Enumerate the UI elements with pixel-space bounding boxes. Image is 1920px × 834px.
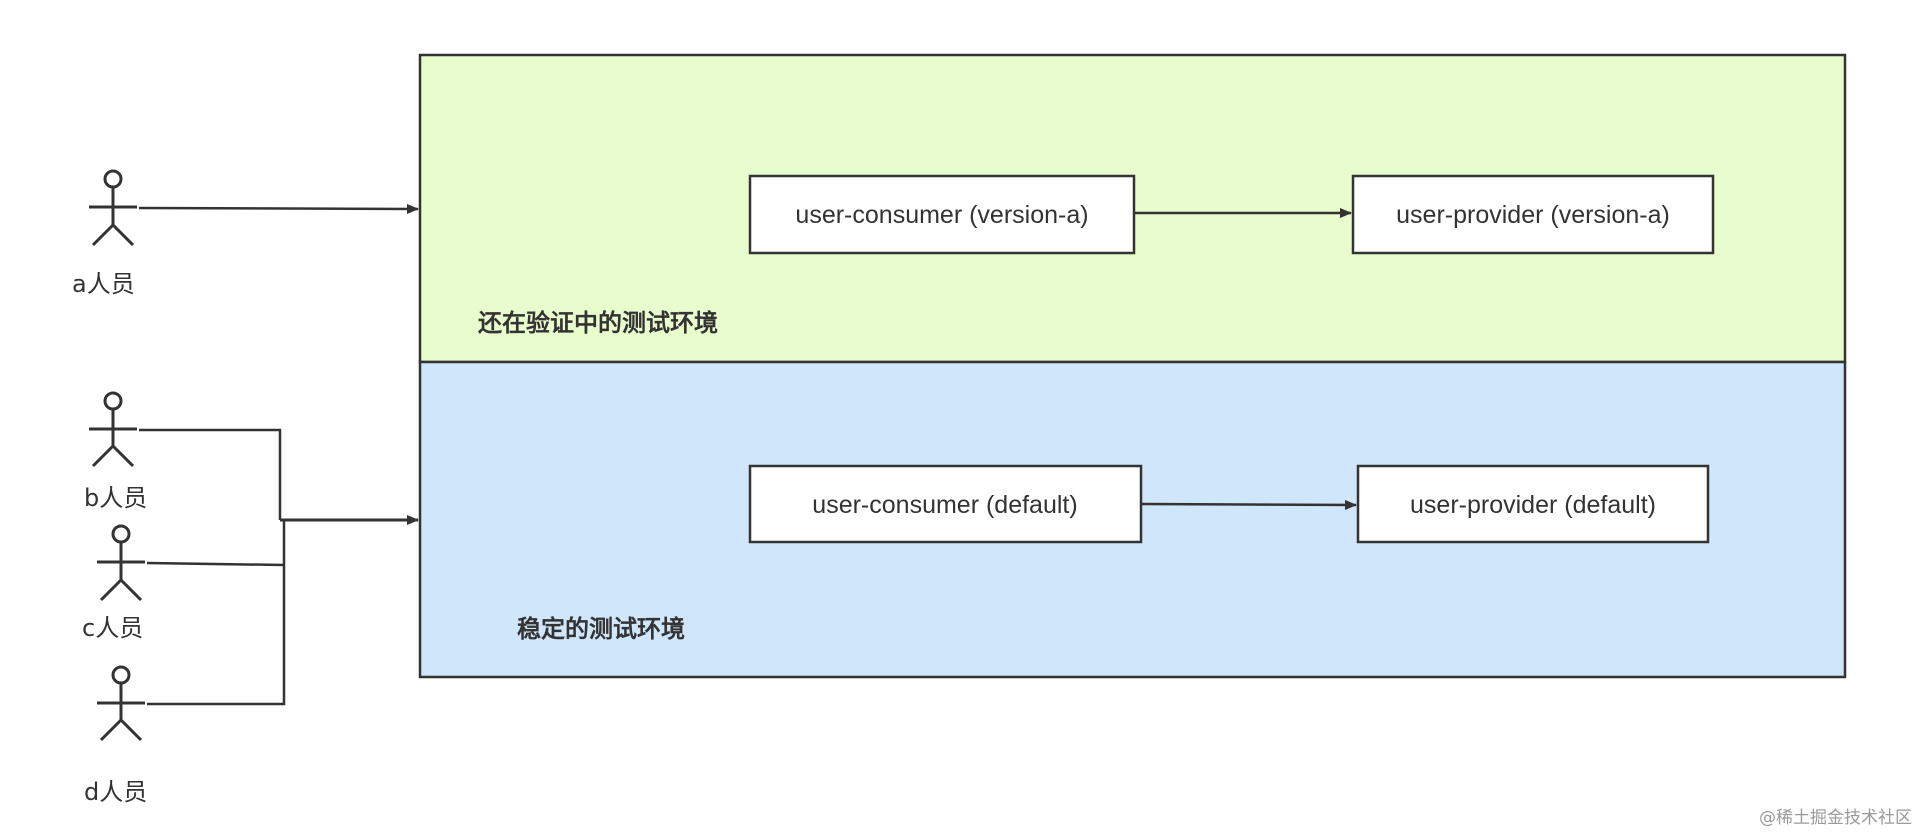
stable-consumer-to-provider-arrow — [1140, 499, 1357, 510]
actor-d-label: d人员 — [84, 778, 147, 806]
actor-b-icon — [89, 391, 137, 468]
stable-consumer-service: user-consumer (default) — [748, 464, 1143, 544]
watermark: @稀土掘金技术社区 — [1759, 808, 1912, 828]
actor-d-icon — [97, 665, 145, 742]
actor-a-icon — [89, 169, 137, 247]
actor-b-connector — [139, 428, 282, 520]
actor-b-label: b人员 — [84, 484, 147, 512]
actor-d-connector — [147, 520, 286, 706]
testing-provider-label: user-provider (version-a) — [1396, 201, 1670, 229]
testing-provider-service: user-provider (version-a) — [1351, 174, 1715, 255]
actor-a-to-testing-arrow — [138, 203, 419, 214]
testing-consumer-label: user-consumer (version-a) — [795, 201, 1088, 229]
stable-environment-label: 稳定的测试环境 — [517, 615, 685, 643]
actor-c-icon — [97, 524, 145, 602]
stable-provider-service: user-provider (default) — [1356, 464, 1710, 544]
actor-c-connector — [146, 561, 285, 567]
stable-provider-label: user-provider (default) — [1410, 491, 1656, 519]
actor-a-label: a人员 — [72, 270, 135, 298]
testing-consumer-service: user-consumer (version-a) — [748, 174, 1136, 255]
stable-consumer-label: user-consumer (default) — [812, 491, 1077, 519]
testing-environment-label: 还在验证中的测试环境 — [478, 309, 718, 337]
actor-c-label: c人员 — [82, 614, 143, 642]
